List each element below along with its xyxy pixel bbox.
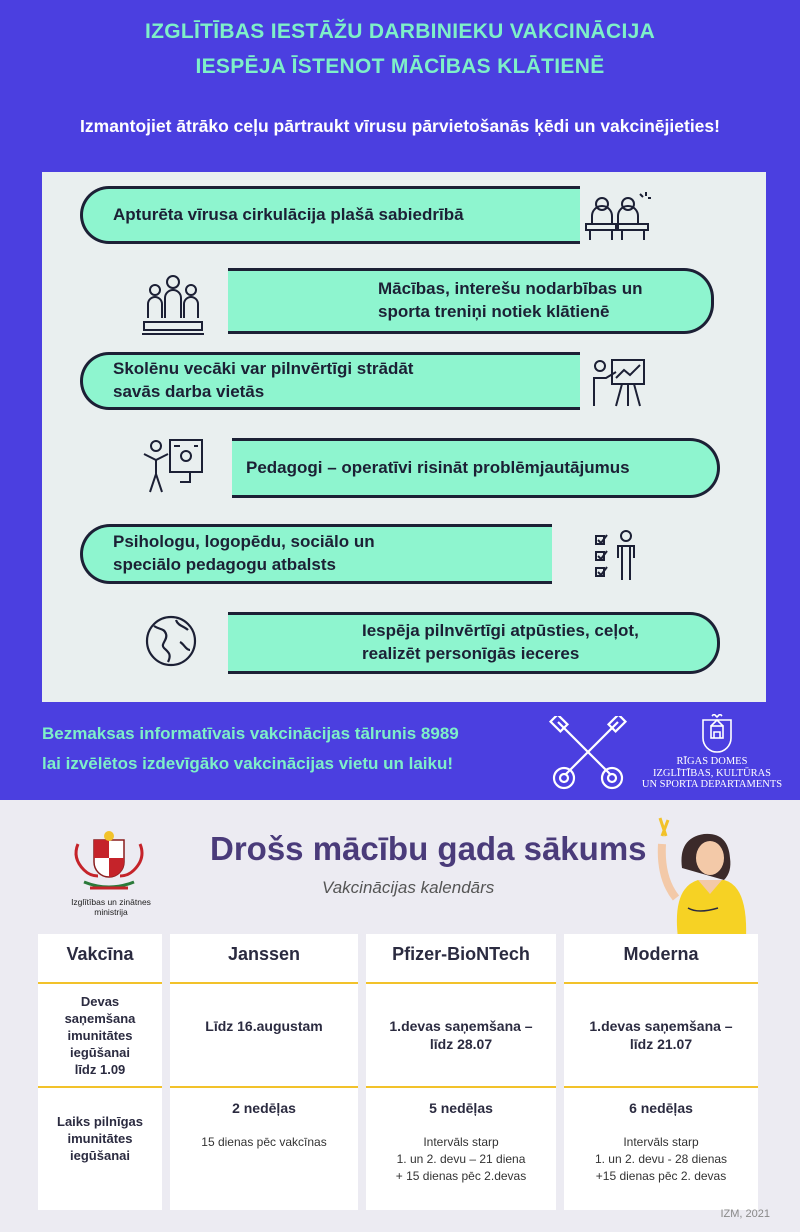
vaccination-poster: IZGLĪTĪBAS IESTĀŽU DARBINIEKU VAKCINĀCIJ… (0, 0, 800, 800)
moderna-dose-deadline: 1.devas saņemšana – līdz 21.07 (589, 1018, 733, 1052)
poster-title-line2: IESPĒJA ĪSTENOT MĀCĪBAS KLĀTIENĒ (195, 55, 605, 78)
table-divider (366, 982, 556, 984)
benefits-panel: Apturēta vīrusa cirkulācija plašā sabied… (42, 172, 766, 702)
benefit-text-3: Skolēnu vecāki var pilnvērtīgi strādāt s… (113, 359, 414, 401)
latvia-coat-of-arms-icon (74, 831, 144, 890)
classroom-desks-icon (585, 192, 651, 240)
janssen-dose-deadline: Līdz 16.augustam (205, 1018, 323, 1034)
calendar-subtitle: Vakcinācijas kalendārs (322, 878, 495, 897)
calendar-title: Drošs mācību gada sākums (210, 830, 647, 867)
vaccination-table: Vakcīna Devas saņemšana imunitātes iegūš… (38, 934, 758, 1210)
table-divider (564, 1086, 758, 1088)
moderna-immunity-note: Intervāls starp 1. un 2. devu - 28 diena… (594, 1135, 728, 1183)
table-divider (564, 982, 758, 984)
benefit-item-3: Skolēnu vecāki var pilnvērtīgi strādāt s… (80, 352, 580, 410)
benefit-text-4: Pedagogi – operatīvi risināt problēmjaut… (246, 457, 630, 477)
table-column-moderna: Moderna 1.devas saņemšana – līdz 21.07 6… (564, 934, 758, 1210)
riga-coat-of-arms-icon (702, 714, 732, 753)
poster-title-line1: IZGLĪTĪBAS IESTĀŽU DARBINIEKU VAKCINĀCIJ… (144, 20, 656, 43)
table-divider (38, 1086, 162, 1088)
vaccination-calendar: Izglītības un zinātnes ministrija Drošs … (0, 800, 800, 1232)
table-divider (38, 982, 162, 984)
table-header-janssen: Janssen (227, 944, 301, 964)
table-row-label-dose: Devas saņemšana imunitātes iegūšanai līd… (64, 994, 136, 1077)
credit-text: IZM, 2021 (720, 1208, 770, 1220)
phone-info-line1: Bezmaksas informatīvais vakcinācijas tāl… (42, 724, 459, 743)
ministry-name: Izglītības un zinātnes ministrija (71, 897, 151, 917)
pfizer-dose-deadline: 1.devas saņemšana – līdz 28.07 (389, 1018, 533, 1052)
riga-department-name: RĪGAS DOMES IZGLĪTĪBAS, KULTŪRAS UN SPOR… (641, 756, 783, 791)
janssen-immunity-time: 2 nedēļas (232, 1100, 296, 1116)
benefit-text-1: Apturēta vīrusa cirkulācija plašā sabied… (113, 204, 464, 224)
benefit-item-5: Psihologu, logopēdu, sociālo un speciālo… (80, 524, 552, 584)
table-divider (170, 982, 358, 984)
benefit-item-1: Apturēta vīrusa cirkulācija plašā sabied… (80, 186, 580, 244)
table-row-label-immunity: Laiks pilnīgas imunitātes iegūšanai (57, 1114, 143, 1163)
table-column-pfizer: Pfizer-BioNTech 1.devas saņemšana – līdz… (366, 934, 556, 1210)
benefit-text-5: Psihologu, logopēdu, sociālo un speciālo… (113, 532, 375, 574)
table-column-janssen: Janssen Līdz 16.augustam 2 nedēļas 15 di… (170, 934, 358, 1210)
benefit-text-2: Mācības, interešu nodarbības un sporta t… (378, 279, 643, 321)
benefit-item-2: Mācības, interešu nodarbības un sporta t… (228, 268, 714, 334)
moderna-immunity-time: 6 nedēļas (629, 1100, 693, 1116)
presentation-board-icon (593, 359, 645, 407)
checklist-person-icon (595, 530, 635, 580)
table-divider (170, 1086, 358, 1088)
phone-info-line2: lai izvēlētos izdevīgāko vakcinācijas vi… (42, 754, 454, 773)
riga-keys-icon (548, 716, 628, 790)
benefit-item-4: Pedagogi – operatīvi risināt problēmjaut… (232, 438, 720, 498)
pfizer-immunity-time: 5 nedēļas (429, 1100, 493, 1116)
table-column-labels: Vakcīna Devas saņemšana imunitātes iegūš… (38, 934, 162, 1210)
pfizer-immunity-note: Intervāls starp 1. un 2. devu – 21 diena… (395, 1135, 527, 1183)
table-divider (366, 1086, 556, 1088)
globe-icon (145, 615, 197, 667)
group-podium-icon (142, 275, 204, 335)
teacher-board-icon (143, 439, 203, 493)
table-header-moderna: Moderna (623, 944, 699, 964)
janssen-immunity-note: 15 dienas pēc vakcīnas (201, 1135, 327, 1149)
table-header-vaccine: Vakcīna (66, 944, 134, 964)
benefit-item-6: Iespēja pilnvērtīgi atpūsties, ceļot, re… (228, 612, 720, 674)
woman-illustration-icon (657, 817, 747, 938)
table-header-pfizer: Pfizer-BioNTech (392, 944, 530, 964)
poster-subtitle: Izmantojiet ātrāko ceļu pārtraukt vīrusu… (80, 116, 720, 136)
benefit-text-6: Iespēja pilnvērtīgi atpūsties, ceļot, re… (362, 621, 639, 663)
